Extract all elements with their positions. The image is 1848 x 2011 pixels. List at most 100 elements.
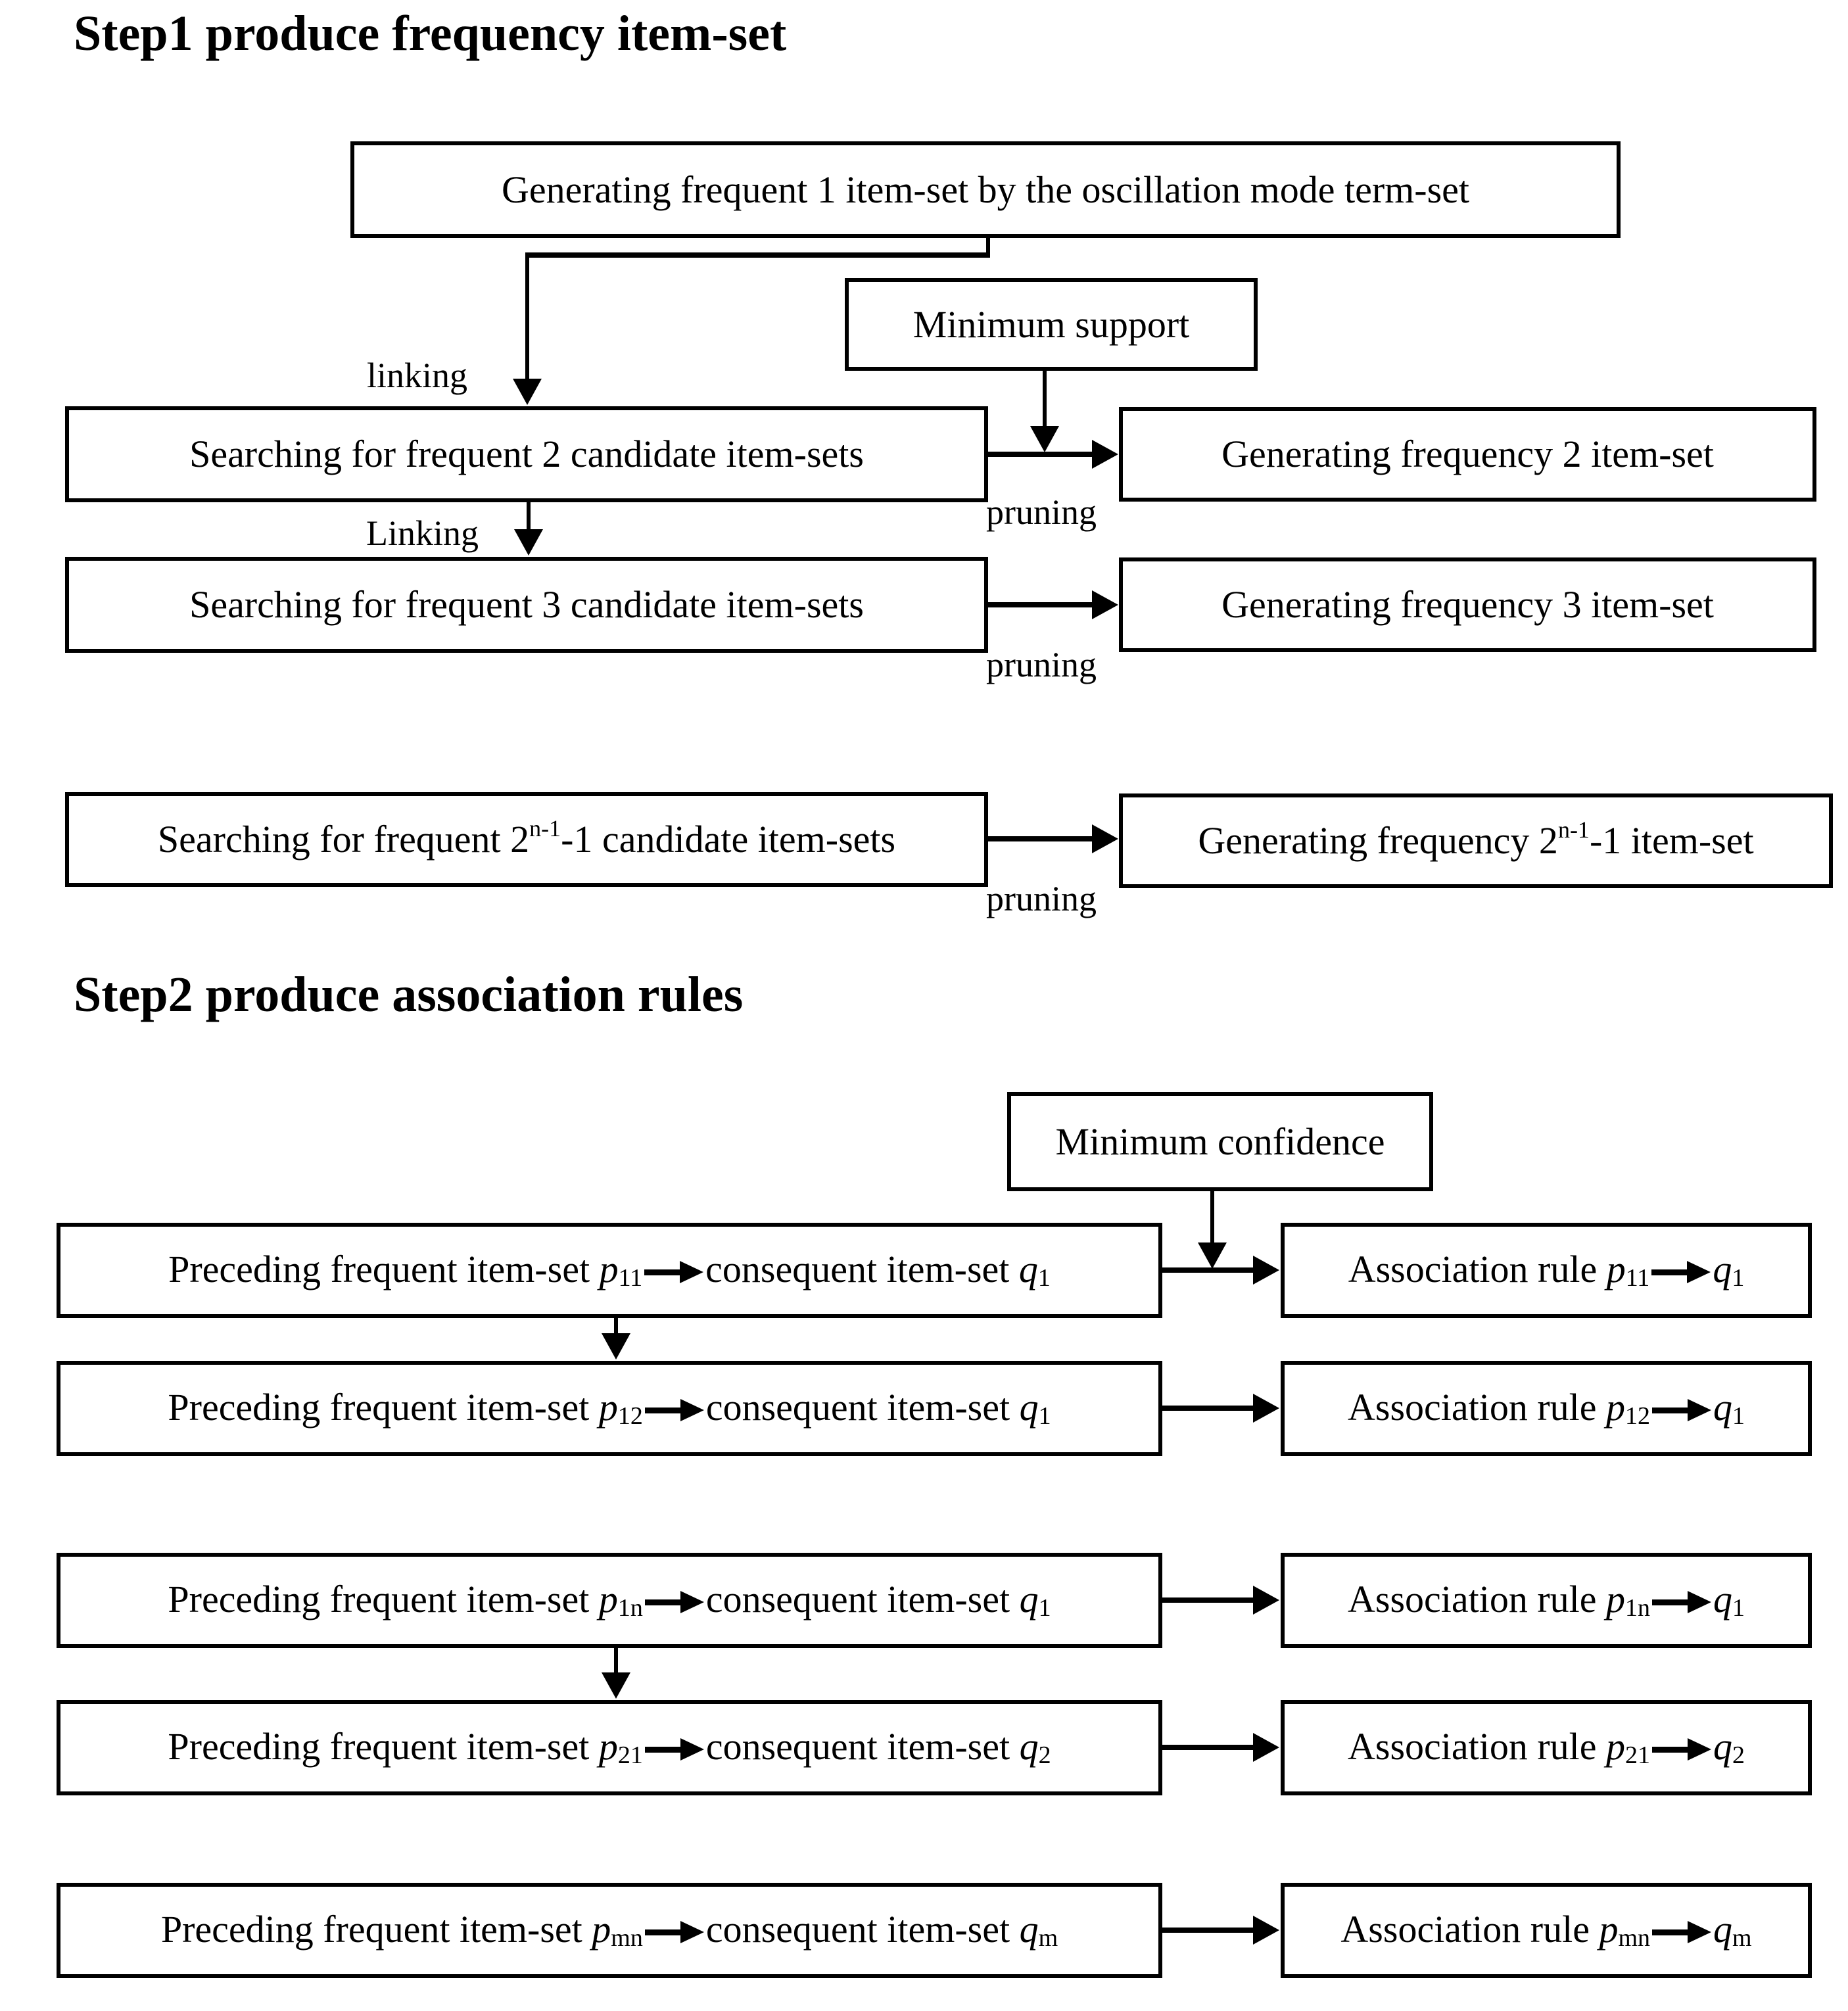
row-link-arrow-line <box>614 1648 618 1674</box>
exponent-n-minus-1: n-1 <box>1557 816 1590 843</box>
generate-frequent-1-itemset-label: Generating frequent 1 item-set by the os… <box>501 168 1470 211</box>
q-subscript: 1 <box>1038 1402 1051 1431</box>
q-subscript: 1 <box>1732 1594 1745 1622</box>
preceding-label: Preceding frequent item-set <box>160 1908 592 1951</box>
generating-frequency-2-box: Generating frequency 2 item-set <box>1119 407 1816 502</box>
rule-arrow-line-5 <box>1162 1928 1254 1933</box>
minimum-confidence-box: Minimum confidence <box>1007 1092 1433 1191</box>
q-variable: q <box>1019 1386 1039 1429</box>
association-label: Association rule <box>1348 1248 1607 1291</box>
arrow-right-icon <box>1092 590 1118 619</box>
arrow-down-icon <box>1030 426 1059 452</box>
p-subscript: 1n <box>617 1594 643 1622</box>
q-variable: q <box>1019 1725 1039 1768</box>
p-variable: p <box>1606 1248 1626 1291</box>
p-subscript: mn <box>1618 1924 1651 1952</box>
linking-label-1: linking <box>367 356 468 395</box>
q-variable: q <box>1019 1908 1039 1951</box>
preceding-label: Preceding frequent item-set <box>168 1578 599 1621</box>
searching-frequent-3-box: Searching for frequent 3 candidate item-… <box>65 557 988 653</box>
minimum-support-box: Minimum support <box>845 278 1258 371</box>
searching-frequent-2-label: Searching for frequent 2 candidate item-… <box>189 433 864 476</box>
arrow-right-icon <box>1651 1261 1711 1284</box>
p-subscript: 12 <box>617 1402 643 1431</box>
p-subscript: 21 <box>1625 1741 1651 1770</box>
q-variable: q <box>1713 1578 1733 1621</box>
p-subscript: 11 <box>618 1264 643 1292</box>
arrow-right-icon <box>644 1399 704 1422</box>
pruning-arrow-line-3 <box>988 836 1093 841</box>
arrow-right-icon <box>644 1738 704 1761</box>
association-label: Association rule <box>1347 1725 1607 1768</box>
arrow-right-icon <box>1652 1399 1712 1422</box>
p-variable: p <box>592 1908 611 1951</box>
generating-frequency-n-prefix: Generating frequency 2 <box>1198 819 1558 863</box>
exponent-n-minus-1: n-1 <box>529 815 561 842</box>
q-variable: q <box>1713 1386 1733 1429</box>
q-variable: q <box>1713 1725 1733 1768</box>
arrow-down-icon <box>1198 1242 1227 1269</box>
p-variable: p <box>1599 1908 1619 1951</box>
linking-label-2: Linking <box>366 513 479 553</box>
step2-title: Step2 produce association rules <box>74 967 744 1022</box>
arrow-right-icon <box>1253 1256 1279 1285</box>
arrow-down-icon <box>514 529 543 556</box>
pruning-label-2: pruning <box>986 645 1097 684</box>
q-subscript: 1 <box>1732 1264 1745 1292</box>
arrow-right-icon <box>1652 1591 1712 1614</box>
pruning-label-3: pruning <box>986 879 1097 918</box>
association-label: Association rule <box>1347 1578 1607 1621</box>
searching-frequent-n-box: Searching for frequent 2n-1-1 candidate … <box>65 792 988 887</box>
preceding-label: Preceding frequent item-set <box>168 1386 599 1429</box>
arrow-right-icon <box>1253 1916 1279 1945</box>
p-subscript: mn <box>611 1924 643 1952</box>
p-variable: p <box>599 1248 619 1291</box>
linking-arrow-line <box>527 502 531 531</box>
generating-frequency-2-label: Generating frequency 2 item-set <box>1221 433 1714 476</box>
consequent-label: consequent item-set <box>705 1386 1020 1429</box>
arrow-right-icon <box>1652 1921 1712 1944</box>
p-variable: p <box>1606 1725 1626 1768</box>
arrow-down-icon <box>602 1672 630 1699</box>
arrow-right-icon <box>1652 1738 1712 1761</box>
q-subscript: 1 <box>1038 1594 1051 1622</box>
arrow-right-icon <box>644 1921 704 1944</box>
arrow-down-icon <box>602 1333 630 1360</box>
arrow-right-icon <box>1092 824 1118 853</box>
arrow-right-icon <box>644 1261 704 1284</box>
minimum-confidence-label: Minimum confidence <box>1055 1120 1385 1163</box>
arrow-right-icon <box>1253 1733 1279 1762</box>
preceding-label: Preceding frequent item-set <box>168 1725 599 1768</box>
pruning-arrow-line-1 <box>988 452 1093 457</box>
p-variable: p <box>598 1725 618 1768</box>
elbow-vertical-line <box>525 252 529 380</box>
minimum-confidence-arrow-line <box>1210 1191 1214 1244</box>
searching-frequent-n-label: Searching for frequent 2n-1-1 candidate … <box>158 815 896 861</box>
generating-frequency-n-suffix: -1 item-set <box>1589 819 1754 863</box>
rule-arrow-line-2 <box>1162 1406 1254 1411</box>
consequent-label: consequent item-set <box>705 1248 1019 1291</box>
p-subscript: 12 <box>1625 1402 1651 1431</box>
searching-frequent-n-suffix: -1 candidate item-sets <box>561 818 896 861</box>
generating-frequency-3-box: Generating frequency 3 item-set <box>1119 557 1816 652</box>
association-label: Association rule <box>1347 1386 1607 1429</box>
q-variable: q <box>1713 1908 1733 1951</box>
elbow-horizontal-line <box>525 252 990 258</box>
q-subscript: 1 <box>1037 1264 1051 1292</box>
q-variable: q <box>1019 1578 1039 1621</box>
